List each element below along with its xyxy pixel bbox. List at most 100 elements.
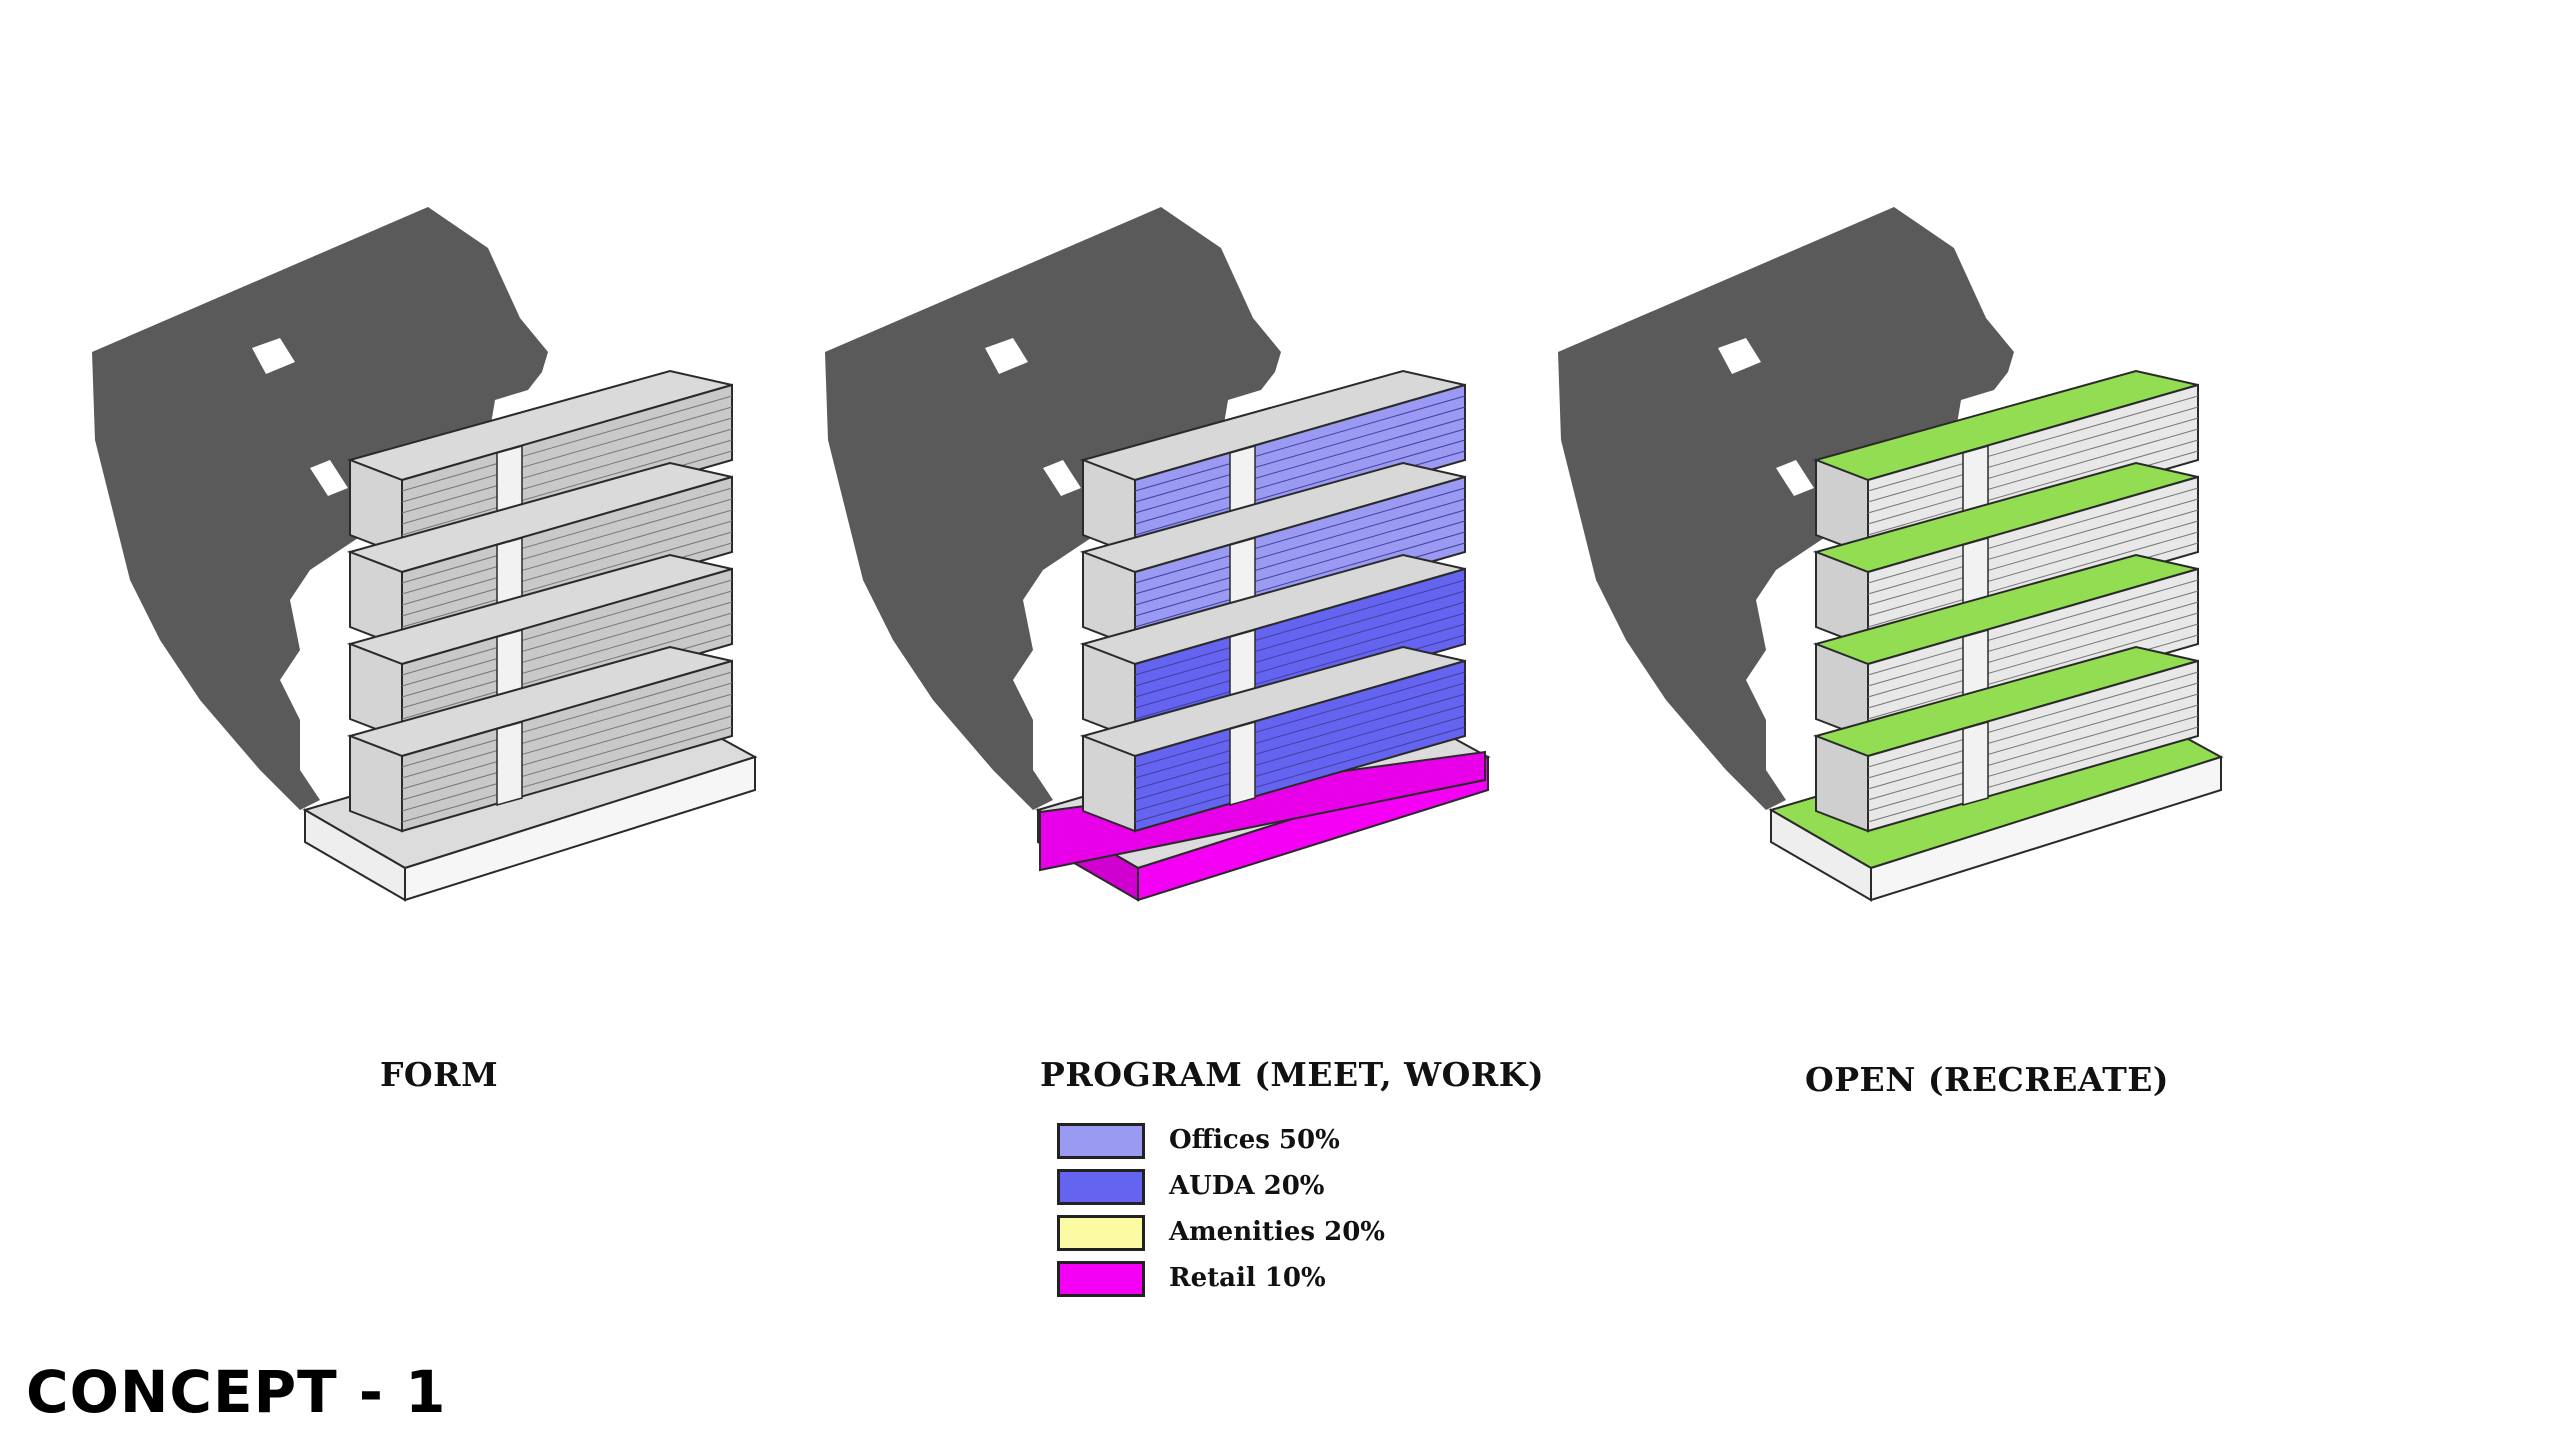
- floor-line: [401, 428, 733, 525]
- cast-shadow: [1558, 207, 2014, 810]
- floor-line: [1867, 509, 2199, 606]
- floor-line: [401, 487, 733, 584]
- cast-shadow: [92, 207, 548, 810]
- floor-bar-facade: [401, 383, 733, 557]
- core-gap: [1962, 721, 1989, 806]
- floor-line: [1867, 693, 2199, 790]
- floor-line: [1134, 531, 1466, 628]
- program-diagram: [825, 207, 1491, 902]
- cast-shadow: [825, 207, 1281, 810]
- floor-line: [1134, 715, 1466, 812]
- floor-bar-facade: [1134, 567, 1466, 741]
- floor-line: [401, 623, 733, 720]
- floor-bar-facade: [1867, 383, 2199, 557]
- floor-line: [1134, 601, 1466, 698]
- legend-swatch-auda: [1057, 1169, 1145, 1205]
- floor-line: [1134, 671, 1466, 768]
- base-slab-side: [404, 755, 756, 902]
- floor-line: [1134, 428, 1466, 525]
- floor-line: [401, 726, 733, 823]
- floor-line: [1134, 498, 1466, 595]
- floor-line: [1867, 671, 2199, 768]
- floor-line: [1867, 682, 2199, 779]
- open-diagram: [1558, 207, 2224, 902]
- floor-line: [401, 498, 733, 595]
- form-caption: FORM: [380, 1055, 499, 1094]
- legend-label-offices: Offices 50%: [1169, 1125, 1340, 1155]
- core-gap: [496, 721, 523, 806]
- shadow-opening-mid: [1043, 460, 1081, 496]
- legend-label-retail: Retail 10%: [1169, 1263, 1326, 1293]
- floor-line: [401, 509, 733, 606]
- floor-line: [1867, 417, 2199, 514]
- floor-line: [1867, 395, 2199, 492]
- floor-bar-facade: [1867, 659, 2199, 833]
- shadow-opening-top: [252, 338, 295, 374]
- floor-line: [1867, 531, 2199, 628]
- floor-line: [1134, 439, 1466, 536]
- legend-swatch-retail: [1057, 1261, 1145, 1297]
- floor-line: [401, 439, 733, 536]
- floor-bar-facade: [401, 475, 733, 649]
- floor-line: [1134, 406, 1466, 503]
- floor-line: [1867, 406, 2199, 503]
- floor-line: [1867, 428, 2199, 525]
- shadow-opening-mid: [310, 460, 348, 496]
- floor-line: [401, 531, 733, 628]
- floor-line: [401, 406, 733, 503]
- floor-bar-facade: [401, 659, 733, 833]
- floor-line: [401, 395, 733, 492]
- shadow-opening-mid: [1776, 460, 1814, 496]
- floor-line: [401, 417, 733, 514]
- floor-line: [1134, 509, 1466, 606]
- floor-line: [401, 693, 733, 790]
- floor-line: [1134, 704, 1466, 801]
- floor-line: [401, 579, 733, 676]
- floor-line: [1134, 682, 1466, 779]
- floor-line: [1867, 439, 2199, 536]
- floor-line: [1867, 726, 2199, 823]
- floor-line: [401, 520, 733, 617]
- base-slab-side: [1870, 755, 2222, 902]
- floor-line: [1867, 487, 2199, 584]
- shadow-opening-top: [985, 338, 1028, 374]
- legend-swatch-offices: [1057, 1123, 1145, 1159]
- floor-line: [1134, 395, 1466, 492]
- floor-bar-facade: [1134, 475, 1466, 649]
- floor-line: [1134, 612, 1466, 709]
- floor-line: [1867, 715, 2199, 812]
- floor-line: [1867, 520, 2199, 617]
- floor-line: [1134, 579, 1466, 676]
- floor-line: [401, 682, 733, 779]
- floor-bar-facade: [401, 567, 733, 741]
- floor-line: [1867, 579, 2199, 676]
- floor-line: [401, 671, 733, 768]
- floor-line: [401, 601, 733, 698]
- floor-line: [1867, 601, 2199, 698]
- floor-line: [401, 704, 733, 801]
- floor-line: [401, 612, 733, 709]
- floor-line: [1867, 498, 2199, 595]
- legend-label-auda: AUDA 20%: [1169, 1171, 1325, 1201]
- floor-line: [1134, 417, 1466, 514]
- legend-swatch-amenities: [1057, 1215, 1145, 1251]
- floor-bar-facade: [1134, 383, 1466, 557]
- core-gap: [1229, 721, 1256, 806]
- floor-line: [1134, 693, 1466, 790]
- floor-line: [1134, 520, 1466, 617]
- floor-line: [1867, 704, 2199, 801]
- shadow-opening-top: [1718, 338, 1761, 374]
- concept-title: CONCEPT - 1: [26, 1358, 447, 1426]
- floor-line: [1867, 590, 2199, 687]
- open-caption: OPEN (RECREATE): [1805, 1060, 2170, 1099]
- floor-line: [401, 590, 733, 687]
- floor-line: [1134, 726, 1466, 823]
- floor-bar-facade: [1867, 475, 2199, 649]
- floor-line: [1867, 612, 2199, 709]
- floor-bar-facade: [1134, 659, 1466, 833]
- floor-line: [401, 715, 733, 812]
- floor-line: [1134, 623, 1466, 720]
- form-diagram: [92, 207, 758, 902]
- legend-label-amenities: Amenities 20%: [1169, 1217, 1386, 1247]
